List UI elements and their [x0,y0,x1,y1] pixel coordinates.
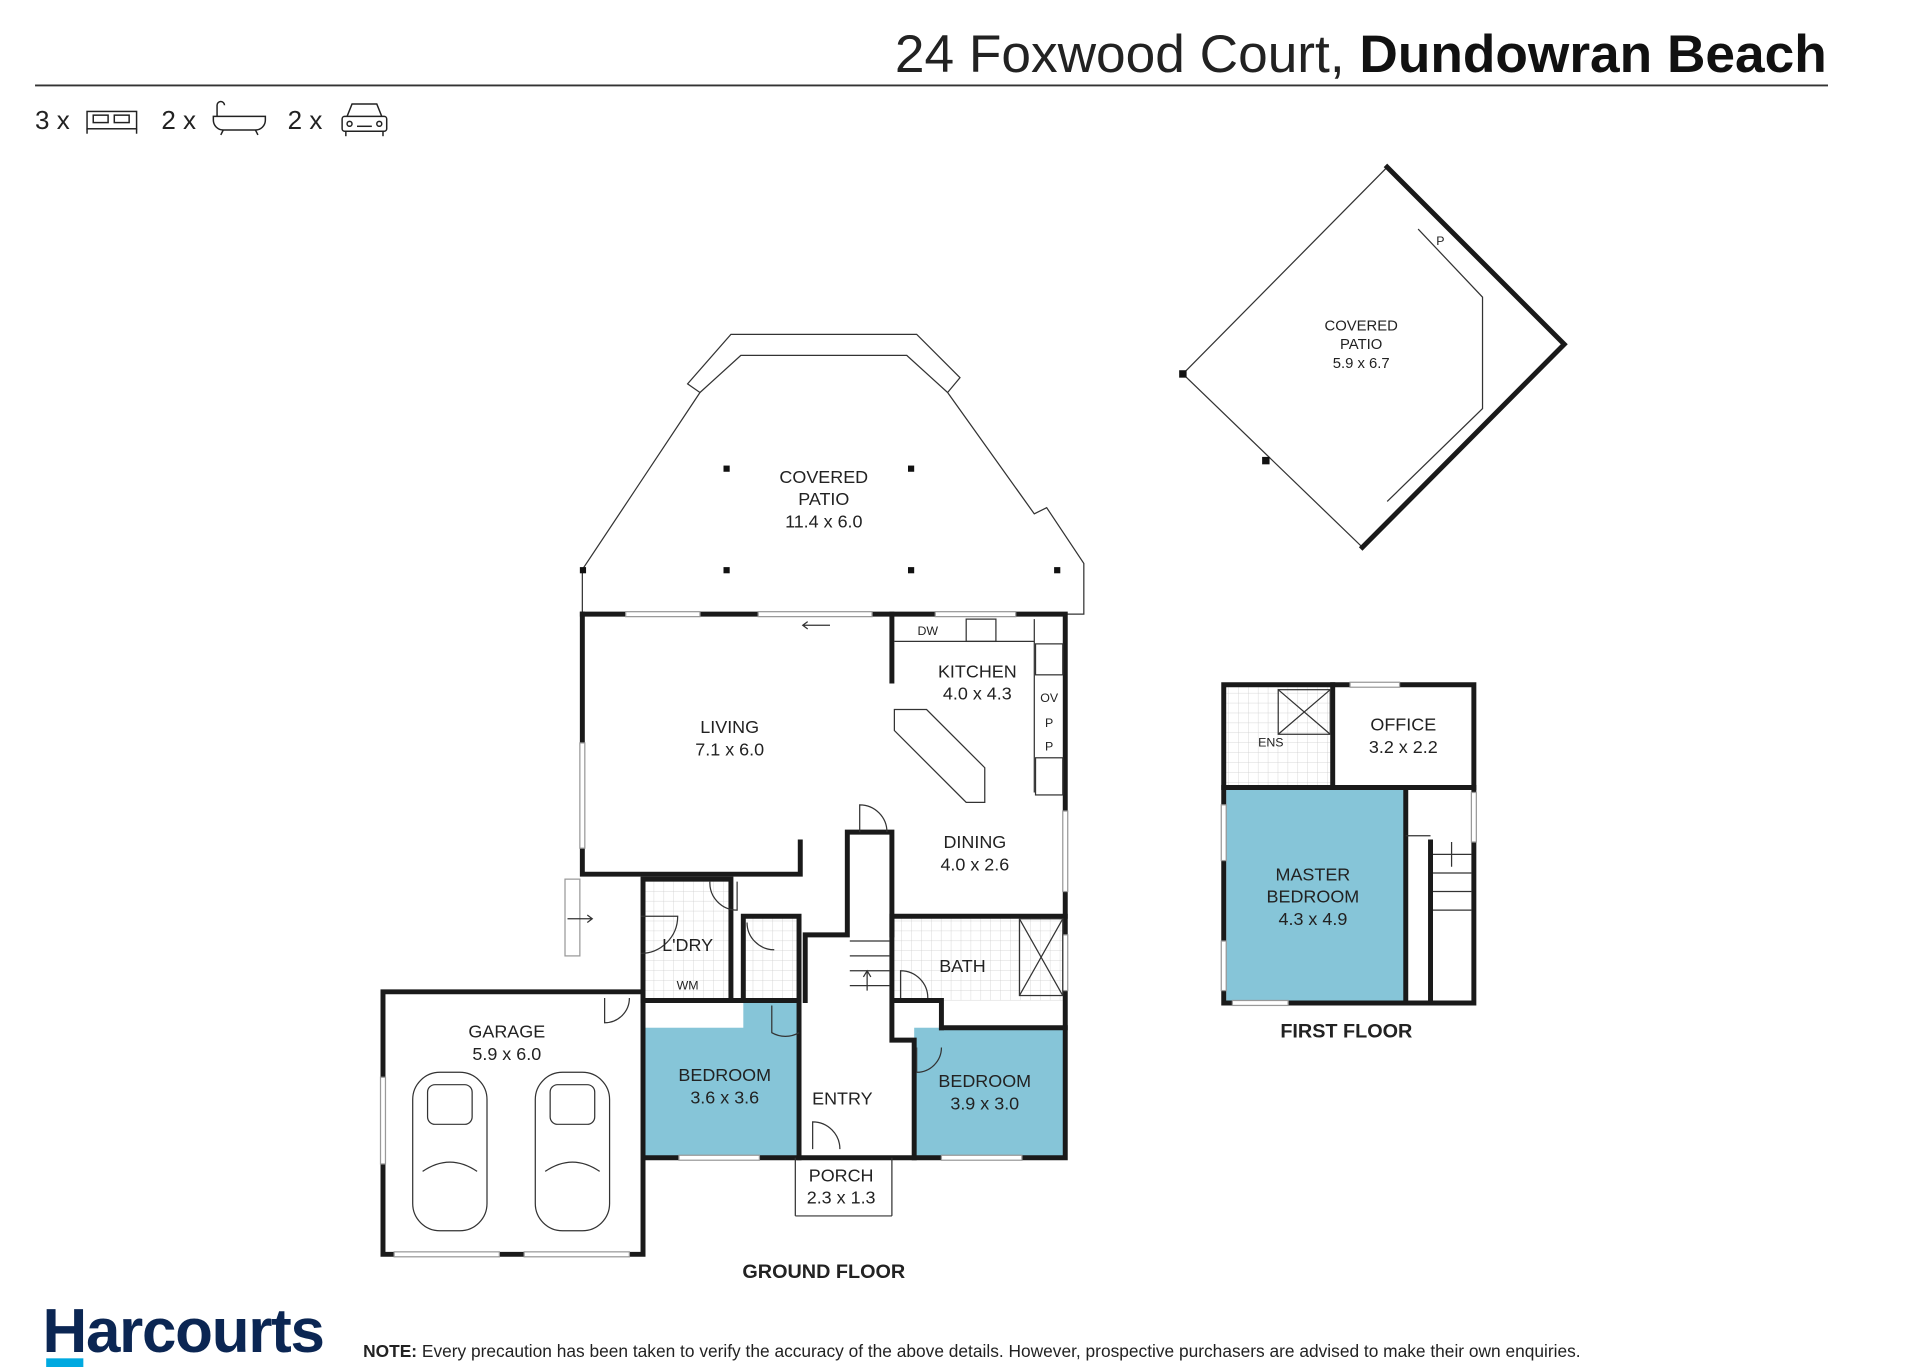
doors [604,804,943,1150]
living-label: LIVING [700,717,759,737]
entry-label: ENTRY [812,1088,873,1108]
disclaimer-note: NOTE: Every precaution has been taken to… [363,1341,1580,1361]
bathroom-count: 2 x [161,105,196,135]
dining-size: 4.0 x 2.6 [940,854,1009,874]
address-title: 24 Foxwood Court, Dundowran Beach [895,25,1827,84]
bedroom-2-label: BEDROOM [678,1065,771,1085]
porch-label: PORCH [809,1165,874,1185]
upper-patio-p-label: P [1436,234,1444,248]
laundry-label: L'DRY [662,935,713,955]
upper-patio-label: COVERED [1324,319,1398,335]
upper-patio-plan: P COVERED PATIO 5.9 x 6.7 [1179,163,1568,551]
bed-icon [86,110,138,134]
washing-machine-label: WM [677,978,699,992]
bath-icon [212,100,267,136]
oven-label: OV [1040,691,1059,705]
car-2-icon [534,1071,611,1232]
feature-bathrooms: 2 x [161,100,267,136]
note-text: Every precaution has been taken to verif… [417,1341,1581,1361]
patio-posts [579,465,1061,574]
logo-accent [46,1358,84,1367]
address-street: 24 Foxwood Court, [895,25,1345,84]
first-floor-title: FIRST FLOOR [1280,1021,1412,1043]
master-label: MASTER [1276,864,1351,884]
master-size: 4.3 x 4.9 [1278,909,1347,929]
living-size: 7.1 x 6.0 [695,739,764,759]
patio-label-2: PATIO [798,489,849,509]
feature-bedrooms: 3 x [35,105,138,135]
bedroom-2-fill [643,1027,800,1158]
bedroom-count: 3 x [35,105,70,135]
ground-floor-title: GROUND FLOOR [742,1261,905,1283]
bedroom-3-label: BEDROOM [938,1071,1031,1091]
ensuite-label: ENS [1258,736,1283,750]
feature-carspaces: 2 x [288,103,388,137]
patio-label: COVERED [779,467,868,487]
first-floor-plan: ENS OFFICE 3.2 x 2.2 MASTER BEDROOM 4.3 … [1220,681,1477,1043]
master-label-2: BEDROOM [1267,887,1360,907]
ground-floor-plan: COVERED PATIO 11.4 x 6.0 LIVING 7.1 x 6.… [379,333,1472,1283]
bath-label: BATH [939,956,986,976]
porch-size: 2.3 x 1.3 [807,1188,876,1208]
patio-size: 11.4 x 6.0 [785,511,862,531]
note-label: NOTE: [363,1341,417,1361]
bedroom-2-size: 3.6 x 3.6 [690,1087,759,1107]
dishwasher-label: DW [917,624,938,638]
car-icon [341,103,388,137]
kitchen-label: KITCHEN [938,661,1017,681]
pantry-label-1: P [1045,716,1053,730]
bedroom-3-fill [914,1027,1066,1158]
kitchen-size: 4.0 x 4.3 [943,684,1012,704]
upper-patio-label-2: PATIO [1340,337,1382,353]
address-suburb: Dundowran Beach [1359,25,1826,84]
pantry-label-2: P [1045,739,1053,753]
windows [379,611,1069,1258]
bedroom-3-size: 3.9 x 3.0 [950,1093,1019,1113]
car-count: 2 x [288,105,323,135]
stairs [849,841,1472,991]
office-size: 3.2 x 2.2 [1369,737,1438,757]
dining-label: DINING [943,832,1006,852]
harcourts-logo: Harcourts [42,1297,323,1366]
garage-size: 5.9 x 6.0 [472,1044,541,1064]
garage-label: GARAGE [468,1022,545,1042]
office-label: OFFICE [1370,715,1436,735]
car-1-icon [412,1071,488,1232]
upper-patio-size: 5.9 x 6.7 [1333,356,1390,372]
